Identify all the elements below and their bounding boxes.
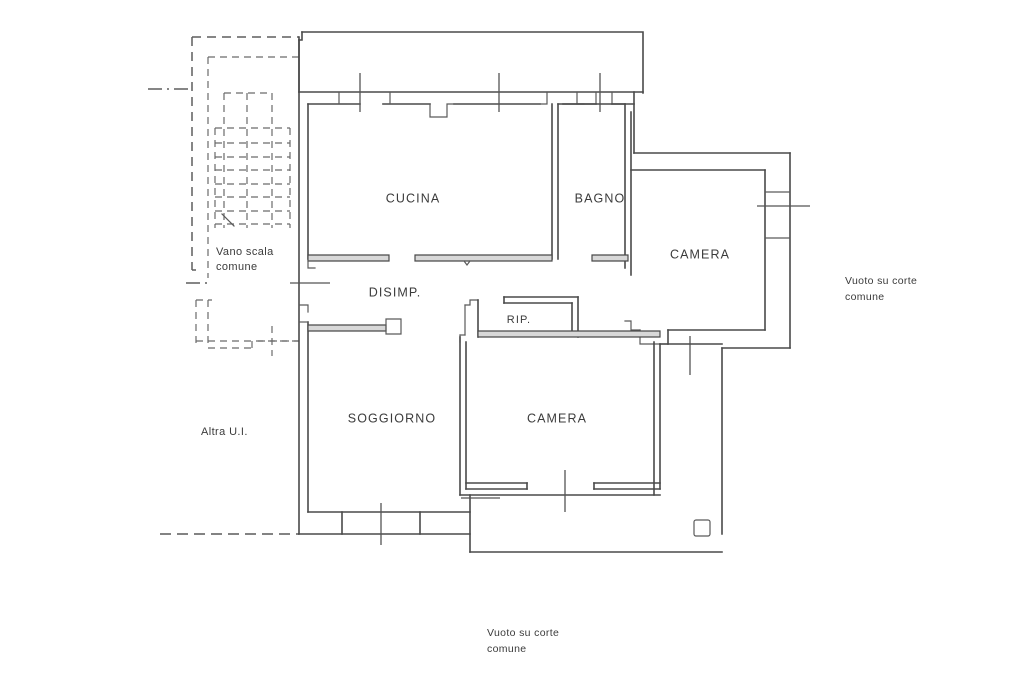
room-label-camera-right: CAMERA — [670, 247, 730, 261]
room-rip — [459, 296, 661, 343]
room-label-soggiorno: SOGGIORNO — [348, 411, 436, 425]
room-bagno — [557, 103, 632, 276]
stairwell-common-area — [148, 36, 299, 535]
room-label-rip: RIP. — [507, 314, 531, 326]
annotation-vuoto-corte-right-line2: comune — [845, 291, 884, 303]
annotation-group: Vano scala comune Altra U.I. Vuoto su co… — [201, 246, 917, 655]
room-label-group: CUCINA BAGNO CAMERA DISIMP. RIP. SOGGIOR… — [348, 191, 730, 425]
room-label-camera-lower: CAMERA — [527, 411, 587, 425]
room-cucina — [307, 103, 559, 269]
annotation-altra-ui: Altra U.I. — [201, 426, 248, 438]
room-label-disimp: DISIMP. — [369, 285, 422, 299]
annotation-vano-scala-line1: Vano scala — [216, 246, 274, 258]
bottom-balcony — [693, 519, 711, 537]
stair-steps-hatching — [214, 92, 291, 228]
annotation-vuoto-corte-right-line1: Vuoto su corte — [845, 275, 917, 287]
annotation-vuoto-corte-bottom-line2: comune — [487, 643, 526, 655]
room-label-cucina: CUCINA — [386, 191, 441, 205]
room-label-bagno: BAGNO — [575, 191, 626, 205]
stairwell-lower-dashed — [186, 282, 299, 356]
top-wall-openings — [338, 73, 613, 118]
drain-square — [693, 519, 711, 537]
annotation-vuoto-corte-bottom-line1: Vuoto su corte — [487, 627, 559, 639]
top-balcony — [298, 31, 644, 94]
room-camera-lower — [459, 336, 661, 512]
room-camera-right — [624, 169, 810, 375]
annotation-vano-scala-line2: comune — [216, 261, 258, 273]
room-disimp — [290, 282, 402, 335]
room-soggiorno — [298, 503, 471, 545]
